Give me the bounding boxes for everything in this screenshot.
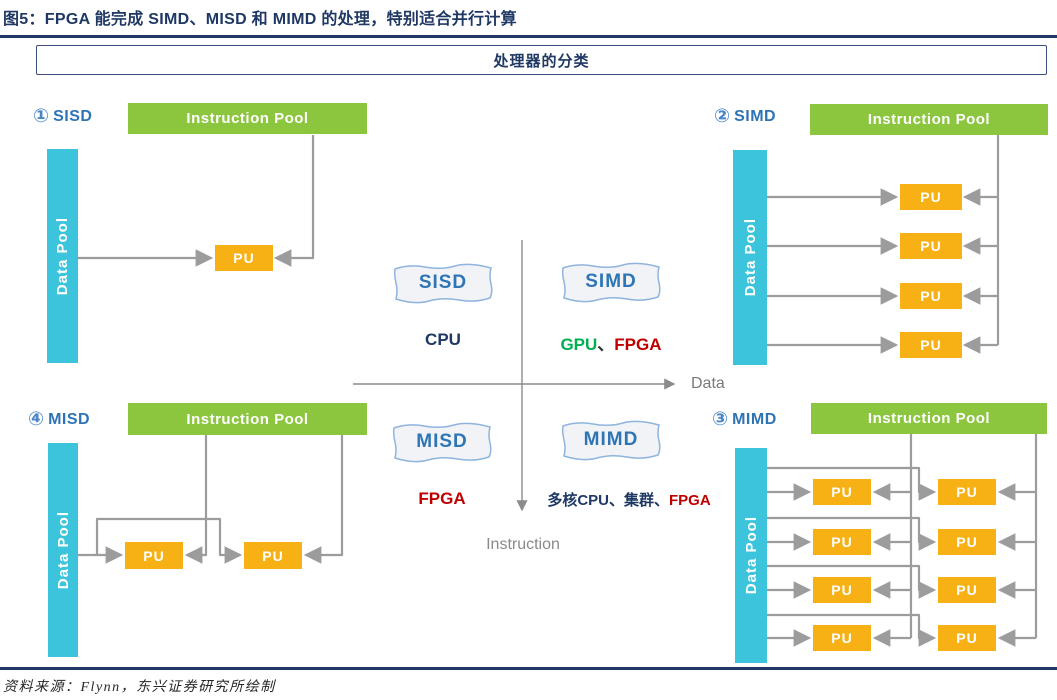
mimd-right-pu-2: PU — [938, 529, 996, 555]
sisd-quadrant-label: ① SISD — [33, 107, 92, 126]
mimd-left-pu-1-label: PU — [831, 484, 853, 500]
mimd-data-pool: Data Pool — [735, 448, 767, 663]
mimd-data-over-to-right-pu3-arrow — [766, 564, 937, 599]
simd-tag-shape — [561, 262, 661, 303]
simd-name: SIMD — [734, 107, 777, 125]
simd-pu-3: PU — [900, 283, 962, 309]
simd-pu-2: PU — [900, 233, 962, 259]
simd-pu-1-label: PU — [920, 189, 942, 205]
sisd-pu-label: PU — [233, 250, 255, 266]
misd-instruction-pool: Instruction Pool — [128, 403, 367, 435]
mimd-left-pu-3: PU — [813, 577, 871, 603]
sisd-tech-label: CPU — [391, 330, 495, 350]
misd-data-pool: Data Pool — [48, 443, 78, 657]
tech-segment: 、 — [597, 335, 615, 354]
mimd-left-pu-1: PU — [813, 479, 871, 505]
simd-pu-1: PU — [900, 184, 962, 210]
mimd-quadrant-label: ③ MIMD — [712, 410, 777, 429]
misd-tag-shape — [392, 422, 492, 463]
mimd-right-pu-3-label: PU — [956, 582, 978, 598]
mimd-right-pu-4: PU — [938, 625, 996, 651]
misd-instruction-pool-label: Instruction Pool — [186, 410, 309, 428]
misd-tag: MISD — [390, 421, 494, 463]
mimd-right-pu-1-label: PU — [956, 484, 978, 500]
mimd-right-pu-4-label: PU — [956, 630, 978, 646]
sisd-number-badge: ① — [33, 106, 50, 127]
mimd-data-over-to-right-pu4-arrow — [766, 613, 937, 647]
bottom-rule — [0, 667, 1057, 670]
simd-instruction-pool: Instruction Pool — [810, 104, 1048, 135]
misd-pu-2-label: PU — [262, 547, 284, 564]
mimd-instruction-pool-label: Instruction Pool — [867, 410, 991, 427]
mimd-tag-shape — [561, 420, 661, 461]
mimd-tech-label: 多核CPU、集群、FPGA — [534, 489, 724, 510]
misd-quadrant-label: ④ MISD — [28, 410, 90, 429]
mimd-right-pu-3: PU — [938, 577, 996, 603]
tech-segment: 多核CPU、集群、 — [547, 492, 669, 509]
mimd-tag: MIMD — [559, 419, 663, 461]
mimd-left-pu-2: PU — [813, 529, 871, 555]
simd-tech-label: GPU、FPGA — [549, 330, 673, 355]
mimd-tag-label: MIMD — [583, 429, 639, 450]
sisd-instruction-to-pu-arrow — [273, 135, 315, 267]
mimd-left-pu-4-label: PU — [831, 630, 853, 646]
tech-segment: FPGA — [614, 335, 662, 354]
misd-instruction-to-pu1-arrow — [184, 435, 208, 564]
simd-tag-label: SIMD — [585, 271, 637, 292]
misd-tech-label: FPGA — [390, 489, 494, 509]
tech-segment: FPGA — [669, 492, 711, 509]
sisd-data-pool-label: Data Pool — [54, 216, 71, 296]
misd-name: MISD — [48, 410, 91, 428]
mimd-name: MIMD — [732, 410, 777, 428]
source-note: 资料来源：Flynn，东兴证券研究所绘制 — [3, 680, 276, 695]
sisd-pu: PU — [215, 245, 273, 271]
mimd-data-pool-label: Data Pool — [742, 516, 760, 595]
misd-data-over-to-pu2-arrow — [95, 517, 243, 564]
mimd-right-pu-2-label: PU — [956, 534, 978, 550]
data-axis-label: Data — [691, 375, 725, 392]
simd-pu-3-label: PU — [920, 288, 942, 304]
tech-segment: CPU — [425, 330, 461, 349]
tech-segment: FPGA — [418, 489, 466, 508]
sisd-instruction-pool: Instruction Pool — [128, 103, 367, 134]
misd-tag-label: MISD — [416, 431, 468, 452]
diagram-header-label: 处理器的分类 — [493, 52, 590, 70]
mimd-left-pu-2-label: PU — [831, 534, 853, 550]
mimd-data-over-to-right-pu1-arrow — [766, 466, 937, 501]
instruction-axis-label: Instruction — [486, 536, 560, 553]
mimd-data-over-to-right-pu2-arrow — [766, 516, 937, 551]
misd-number-badge: ④ — [28, 409, 45, 430]
simd-pu-4: PU — [900, 332, 962, 358]
mimd-right-pu-1: PU — [938, 479, 996, 505]
figure-title: 图5：FPGA 能完成 SIMD、MISD 和 MIMD 的处理，特别适合并行计… — [3, 11, 517, 28]
simd-instruction-pool-label: Instruction Pool — [867, 111, 991, 128]
sisd-instruction-pool-label: Instruction Pool — [186, 110, 309, 127]
simd-quadrant-label: ② SIMD — [714, 107, 776, 126]
simd-data-pool: Data Pool — [733, 150, 767, 365]
simd-pu-4-label: PU — [920, 337, 942, 353]
top-rule — [0, 35, 1057, 38]
simd-data-pool-label: Data Pool — [741, 218, 759, 297]
misd-pu-1-label: PU — [143, 547, 165, 564]
sisd-name: SISD — [53, 107, 93, 125]
tech-segment: GPU — [560, 335, 598, 354]
mimd-left-pu-3-label: PU — [831, 582, 853, 598]
sisd-tag: SISD — [391, 262, 495, 304]
simd-pu-2-label: PU — [920, 238, 942, 254]
sisd-tag-label: SISD — [418, 272, 468, 293]
diagram-header-box: 处理器的分类 — [36, 45, 1047, 75]
sisd-tag-shape — [393, 263, 493, 304]
mimd-number-badge: ③ — [712, 409, 729, 430]
misd-instruction-to-pu2-arrow — [303, 435, 344, 564]
mimd-instruction-pool: Instruction Pool — [811, 403, 1047, 434]
sisd-data-pool: Data Pool — [47, 149, 78, 363]
mimd-left-pu-4: PU — [813, 625, 871, 651]
misd-pu-2: PU — [244, 542, 302, 569]
simd-tag: SIMD — [559, 261, 663, 303]
simd-number-badge: ② — [714, 106, 731, 127]
misd-data-pool-label: Data Pool — [54, 510, 72, 590]
misd-pu-1: PU — [125, 542, 183, 569]
